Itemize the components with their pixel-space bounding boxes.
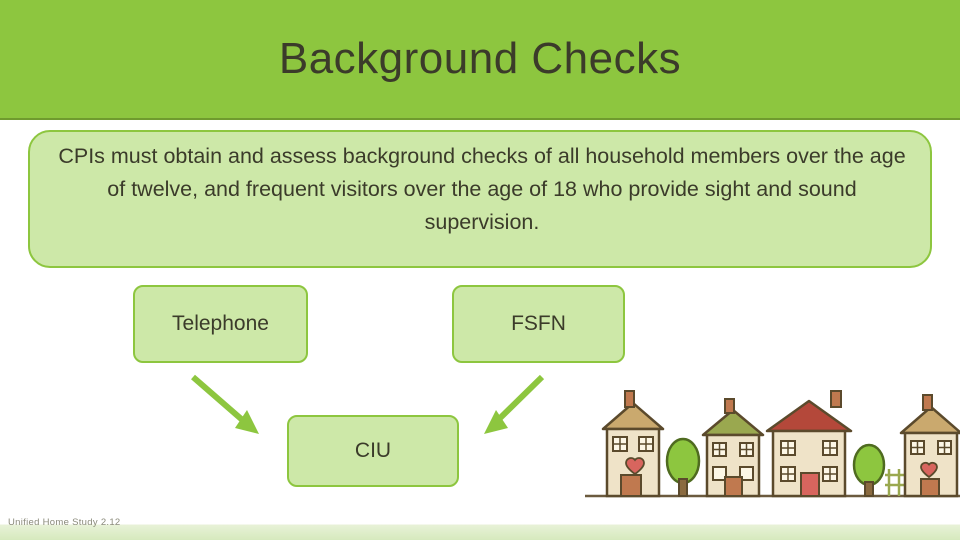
footer-text: Unified Home Study 2.12 (8, 517, 121, 528)
arrow-fsfn-to-ciu (484, 374, 545, 434)
house-icon-3 (765, 390, 853, 498)
house-icon-2 (701, 398, 765, 498)
node-box-ciu[interactable]: CIU (287, 415, 459, 487)
statement-text: CPIs must obtain and assess background c… (58, 144, 906, 234)
tree-icon-2 (852, 443, 886, 497)
house-icon-1 (601, 390, 665, 498)
node-box-fsfn[interactable]: FSFN (452, 285, 625, 363)
houses-illustration (585, 390, 960, 498)
node-label-ciu: CIU (354, 439, 392, 462)
node-label-fsfn: FSFN (511, 312, 566, 335)
tree-icon-1 (665, 437, 701, 497)
title-banner: Background Checks (0, 0, 960, 120)
statement-box: CPIs must obtain and assess background c… (28, 130, 932, 268)
house-icon-4 (899, 394, 960, 498)
arrow-telephone-to-ciu (191, 374, 259, 434)
page-title: Background Checks (278, 34, 682, 83)
footer-bar (0, 505, 960, 540)
node-box-telephone[interactable]: Telephone (133, 285, 308, 363)
node-label-telephone: Telephone (172, 312, 269, 335)
